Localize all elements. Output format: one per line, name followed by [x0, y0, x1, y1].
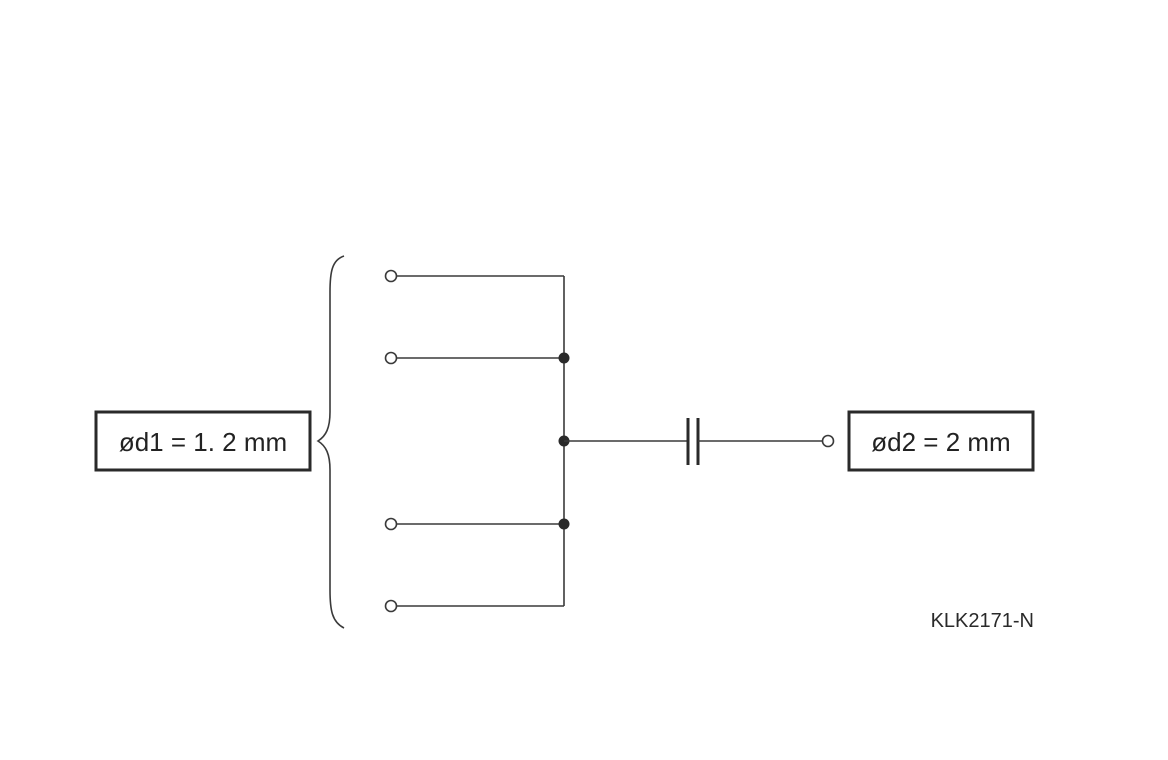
grouping-brace [316, 255, 345, 629]
junction-dot-lower [558, 518, 570, 530]
input-terminal-1 [384, 269, 398, 283]
input-terminal-3 [384, 517, 398, 531]
left-label-text: ød1 = 1. 2 mm [119, 427, 287, 457]
figure-code: KLK2171-N [931, 610, 1034, 632]
right-label-text: ød2 = 2 mm [871, 427, 1010, 457]
right-wire-label: ød2 = 2 mm [847, 410, 1035, 472]
output-terminal [821, 434, 835, 448]
junction-dot-upper [558, 352, 570, 364]
left-label-box [94, 410, 312, 472]
input-terminal-4 [384, 599, 398, 613]
left-wire-label: ød1 = 1. 2 mm [94, 410, 312, 472]
right-label-box [847, 410, 1035, 472]
input-terminal-2 [384, 351, 398, 365]
